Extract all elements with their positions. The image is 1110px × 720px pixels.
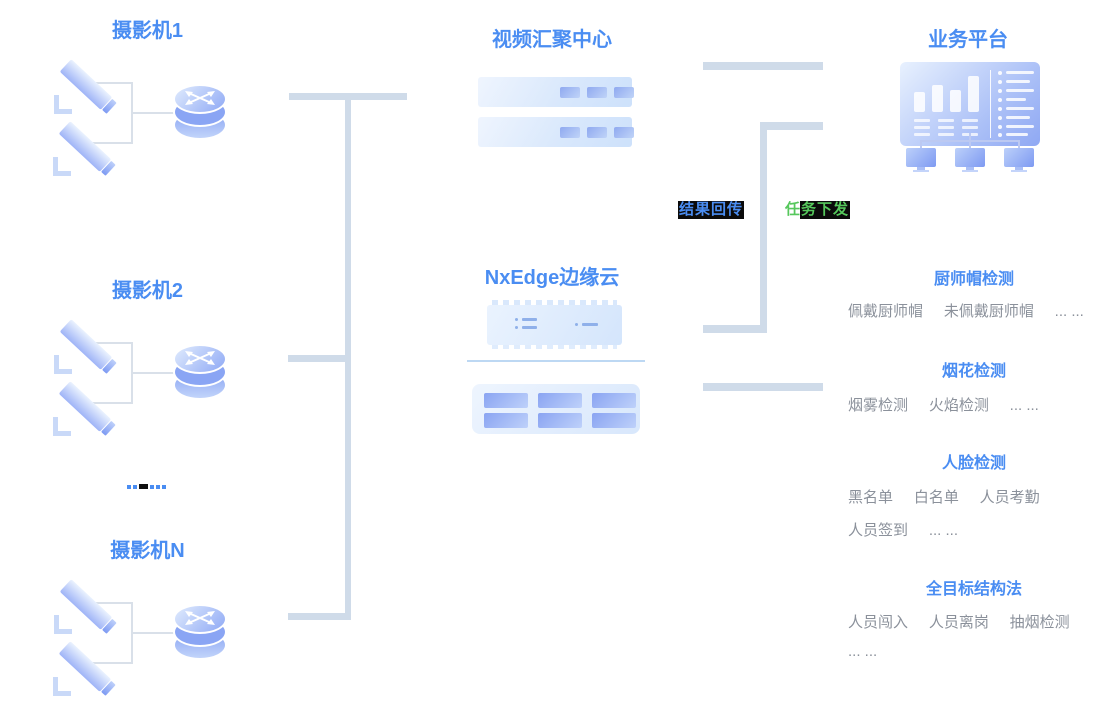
monitor-icon bbox=[906, 148, 936, 167]
compute-module-icon bbox=[472, 384, 640, 434]
camera-group-2: 摄影机2 bbox=[40, 274, 300, 469]
camera-icon bbox=[53, 378, 115, 438]
router-arrows-icon bbox=[185, 90, 215, 106]
section-items: 人员闯入 人员离岗 抽烟检测 bbox=[848, 614, 1070, 631]
flow-label-task-dispatch: 任务下发 bbox=[784, 201, 851, 219]
connector-line bbox=[131, 372, 175, 374]
server-icon bbox=[478, 77, 634, 107]
link-bar-top bbox=[703, 62, 823, 70]
section-items: ... ... bbox=[848, 643, 878, 660]
section-title-full-target: 全目标结构法 bbox=[925, 581, 1022, 598]
edge-cloud-title: NxEdge边缘云 bbox=[484, 267, 620, 289]
connector-line bbox=[131, 632, 175, 634]
divider-line bbox=[467, 360, 645, 362]
connector-line bbox=[90, 662, 133, 664]
section-title-face: 人脸检测 bbox=[941, 455, 1006, 472]
camera-group-1: 摄影机1 bbox=[40, 14, 300, 209]
section-items: 佩戴厨师帽 未佩戴厨师帽 ... ... bbox=[848, 303, 1084, 320]
router-arrows-icon bbox=[185, 610, 215, 626]
bus-bar-top bbox=[289, 93, 407, 100]
section-title-fireworks: 烟花检测 bbox=[941, 363, 1006, 380]
dashboard-icon bbox=[900, 62, 1040, 146]
connector-line bbox=[131, 112, 175, 114]
link-bar-z-top bbox=[760, 122, 823, 130]
monitor-icon bbox=[955, 148, 985, 167]
camera-icon bbox=[54, 576, 116, 636]
section-items: 烟雾检测 火焰检测 ... ... bbox=[848, 397, 1039, 414]
monitor-wire bbox=[920, 140, 922, 149]
connector-line bbox=[90, 602, 133, 604]
link-bar-bottom bbox=[703, 383, 823, 391]
bus-bar-vertical bbox=[345, 100, 351, 620]
monitor-wire bbox=[1018, 140, 1020, 149]
camera-group-n-title: 摄影机N bbox=[110, 540, 185, 562]
camera-icon bbox=[53, 638, 115, 698]
section-title-chef-hat: 厨师帽检测 bbox=[933, 271, 1014, 288]
video-hub-title: 视频汇聚中心 bbox=[492, 29, 612, 51]
bus-bar-mid bbox=[288, 355, 345, 362]
link-bar-z-bottom bbox=[703, 325, 767, 333]
monitor-wire bbox=[969, 140, 971, 149]
monitor-icon bbox=[1004, 148, 1034, 167]
camera-group-1-title: 摄影机1 bbox=[111, 20, 184, 42]
camera-icon bbox=[53, 118, 115, 178]
camera-group-n: 摄影机N bbox=[40, 534, 300, 720]
connector-line bbox=[90, 402, 133, 404]
camera-icon bbox=[54, 56, 116, 116]
flow-label-result-return: 结果回传 bbox=[678, 201, 745, 219]
connector-line bbox=[90, 342, 133, 344]
platform-title: 业务平台 bbox=[928, 29, 1008, 51]
bus-bar-bottom bbox=[288, 613, 348, 620]
link-bar-z-vertical bbox=[760, 122, 767, 332]
monitor-wire bbox=[969, 133, 971, 141]
router-arrows-icon bbox=[185, 350, 215, 366]
router-icon bbox=[173, 84, 227, 142]
edge-chip-icon bbox=[487, 300, 622, 349]
section-items: 黑名单 白名单 人员考勤 bbox=[848, 489, 1040, 506]
connector-line bbox=[90, 142, 133, 144]
camera-icon bbox=[54, 316, 116, 376]
router-icon bbox=[173, 344, 227, 402]
continuation-dots-icon bbox=[127, 484, 166, 489]
camera-group-2-title: 摄影机2 bbox=[111, 280, 184, 302]
connector-line bbox=[90, 82, 133, 84]
router-icon bbox=[173, 604, 227, 662]
server-icon bbox=[478, 117, 634, 147]
section-items: 人员签到 ... ... bbox=[848, 522, 959, 539]
